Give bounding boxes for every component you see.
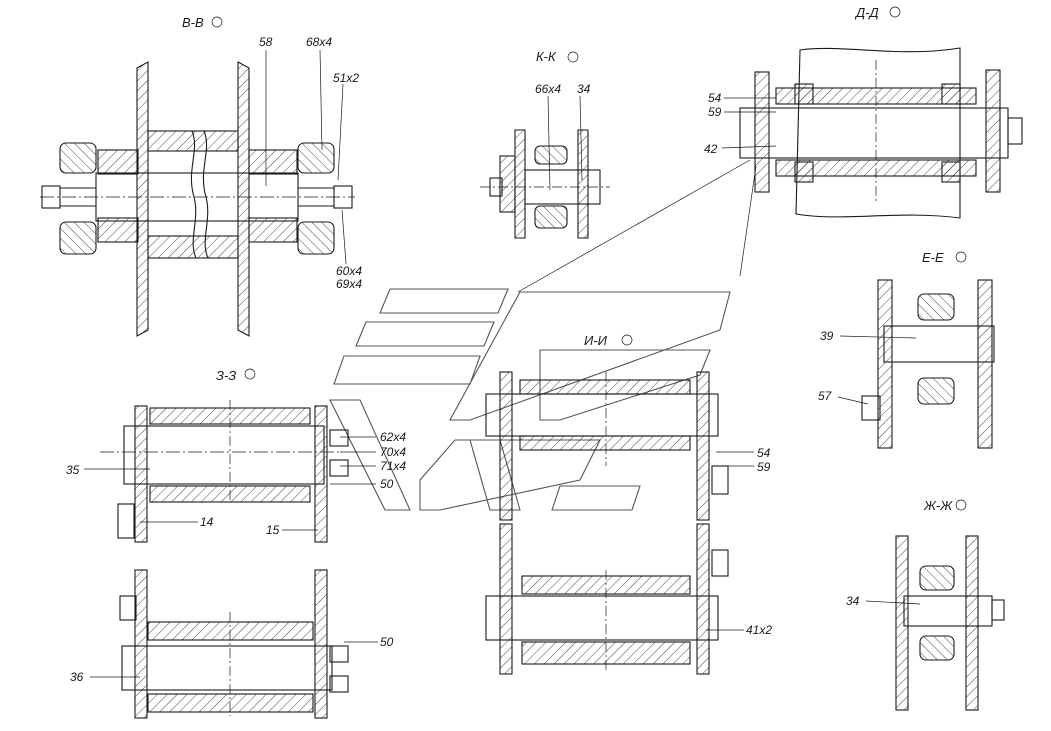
label-71x4: 71х4 [380, 459, 406, 473]
label-41x2: 41х2 [746, 623, 772, 637]
label-60x4: 60х4 [336, 264, 362, 278]
view-section-vv: В-В 58 68х4 5 [40, 15, 362, 337]
label-59-ii: 59 [757, 460, 771, 474]
section-title-kk: К-К [536, 49, 557, 64]
section-marker-icon [244, 368, 256, 380]
label-54-dd: 54 [708, 91, 722, 105]
section-title-zz: З-З [216, 368, 236, 383]
watermark-logo [329, 288, 731, 511]
section-title-ii: И-И [584, 333, 608, 348]
view-section-kk: К-К 66х4 34 [480, 49, 610, 239]
section-marker-icon [621, 334, 633, 346]
label-70x4: 70х4 [380, 445, 406, 459]
label-35: 35 [66, 463, 80, 477]
label-50-bl: 50 [380, 635, 394, 649]
view-section-ii: И-И 54 59 [485, 333, 771, 521]
label-14: 14 [200, 515, 214, 529]
label-68x4: 68х4 [306, 35, 332, 49]
label-57: 57 [818, 389, 833, 403]
view-section-zhzh: Ж-Ж 34 [846, 498, 1005, 711]
label-58: 58 [259, 35, 273, 49]
label-54-ii: 54 [757, 446, 771, 460]
section-marker-icon [211, 16, 223, 28]
section-marker-icon [889, 6, 901, 18]
view-section-ee: Е-Е 39 57 [818, 250, 995, 449]
label-51x2: 51х2 [333, 71, 359, 85]
label-50-zz: 50 [380, 477, 394, 491]
view-section-dd: Д-Д 54 59 42 [517, 5, 1023, 293]
label-34-zhzh: 34 [846, 594, 860, 608]
section-title-ee: Е-Е [922, 250, 944, 265]
section-title-dd: Д-Д [854, 5, 879, 20]
label-59-dd: 59 [708, 105, 722, 119]
label-42: 42 [704, 142, 718, 156]
section-title-zhzh: Ж-Ж [923, 498, 953, 513]
label-15: 15 [266, 523, 280, 537]
label-69x4: 69х4 [336, 277, 362, 291]
label-36: 36 [70, 670, 84, 684]
label-39: 39 [820, 329, 834, 343]
section-title-vv: В-В [182, 15, 204, 30]
view-bottom-left: 36 50 [70, 569, 394, 719]
section-marker-icon [567, 51, 579, 63]
view-bottom-center: 41х2 [485, 523, 772, 675]
section-marker-icon [955, 251, 967, 263]
view-section-zz: З-З 35 14 15 62х4 70х4 71х4 50 [66, 368, 406, 543]
section-marker-icon [955, 499, 967, 511]
label-62x4: 62х4 [380, 430, 406, 444]
label-66x4: 66х4 [535, 82, 561, 96]
label-34-kk: 34 [577, 82, 591, 96]
